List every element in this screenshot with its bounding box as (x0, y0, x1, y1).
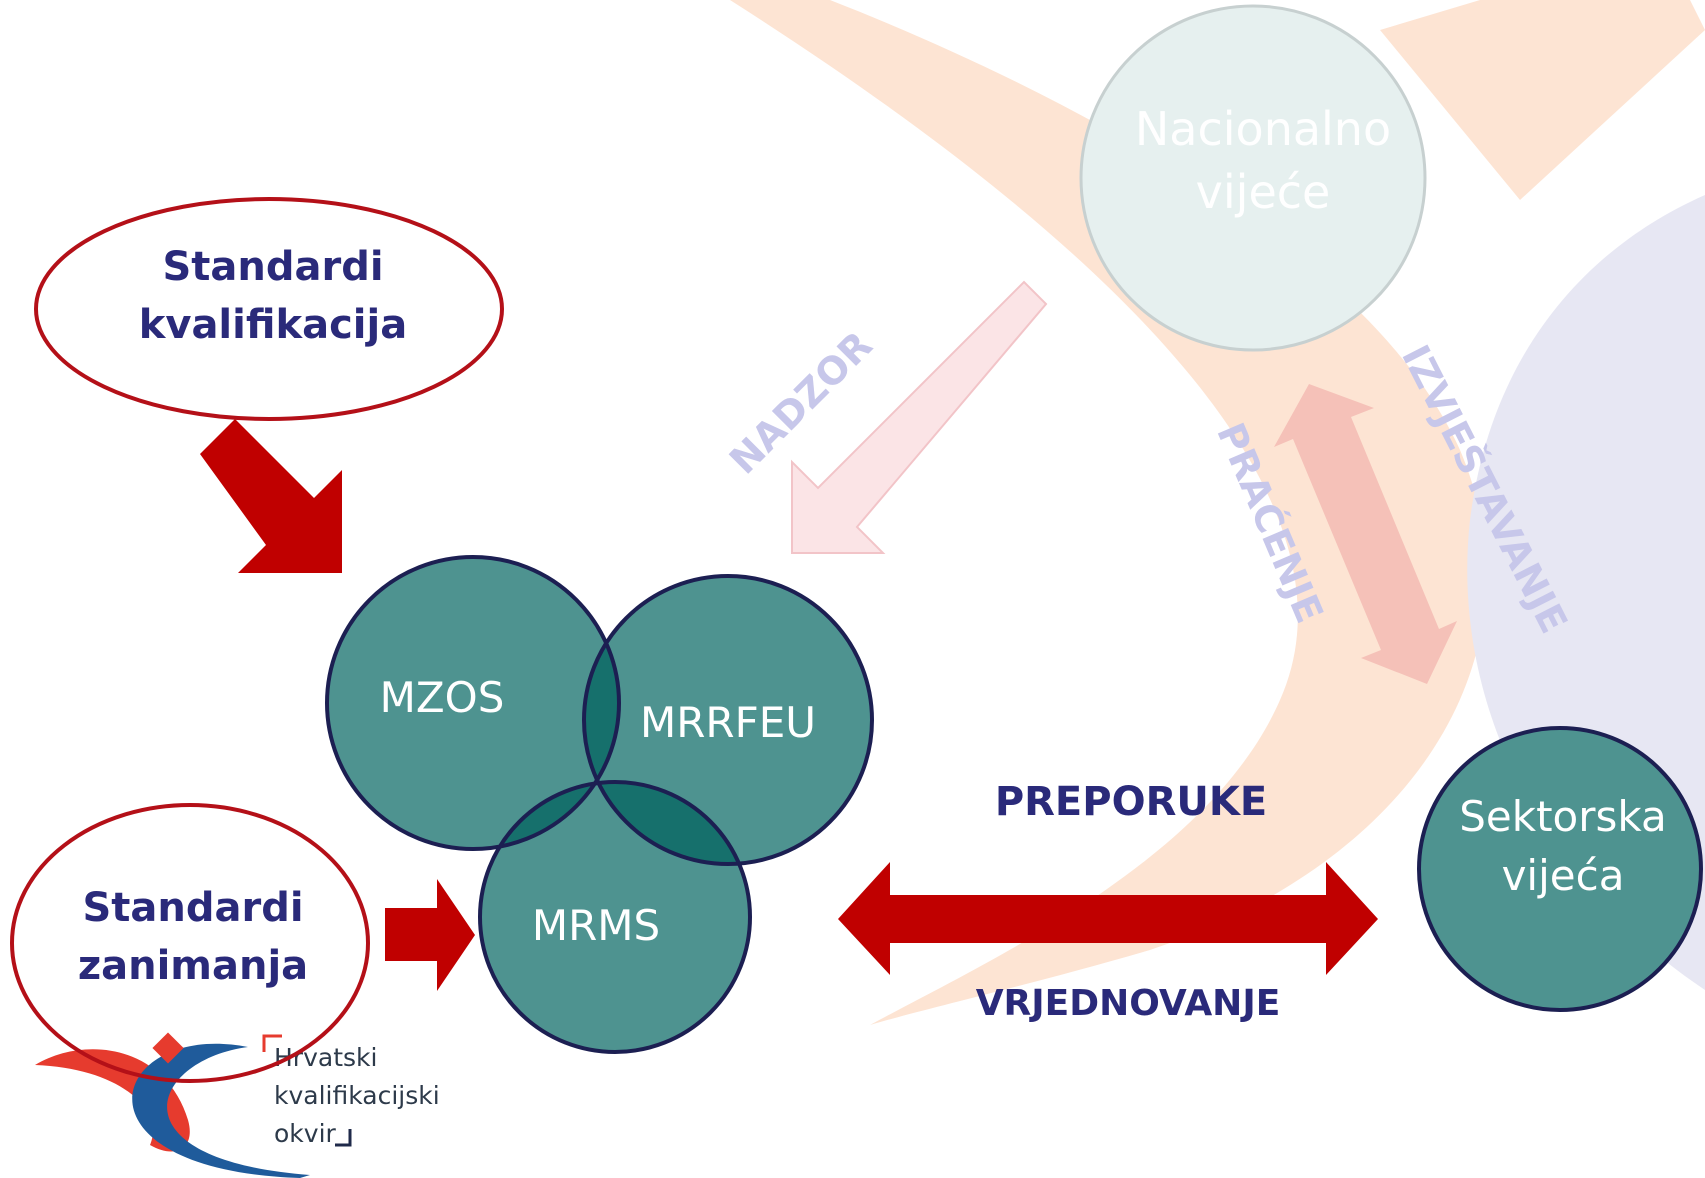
ministries-venn: MZOS MRRFEU MRMS (325, 555, 874, 1054)
logo-text-line3: okvir (274, 1119, 337, 1148)
logo-corner-top-left (262, 1034, 282, 1052)
bg-orange-diamond (1380, 0, 1705, 200)
logo-corner-bottom-right (335, 1129, 352, 1147)
sektorska-vijeca-line2: vijeća (1502, 851, 1625, 900)
node-nacionalno-vijece: Nacionalno vijeće (1079, 4, 1427, 352)
nacionalno-vijece-line2: vijeće (1196, 165, 1331, 219)
node-standardi-kvalifikacija: Standardi kvalifikacija (34, 197, 504, 421)
pracenje-izvjestavanje-arrow (1274, 384, 1457, 684)
mrms-label: MRMS (532, 901, 660, 950)
nadzor-arrow-shape (791, 280, 1048, 554)
logo-text-line2: kvalifikacijski (274, 1081, 440, 1110)
label-preporuke: PREPORUKE (995, 779, 1267, 825)
standardi-kvalifikacija-line2: kvalifikacija (139, 302, 407, 348)
label-vrjednovanje: VRJEDNOVANJE (976, 983, 1281, 1024)
mrms-outline (478, 780, 752, 1054)
mzos-outline (325, 555, 621, 851)
nacionalno-vijece-line1: Nacionalno (1135, 102, 1391, 156)
arrow-zanimanja-to-ministries (385, 879, 475, 991)
mzos-label: MZOS (380, 673, 505, 722)
nacionalno-vijece-circle (1079, 4, 1427, 352)
hko-logo: Hrvatski kvalifikacijski okvir (35, 1032, 440, 1178)
standardi-zanimanja-line2: zanimanja (78, 943, 308, 989)
pracenje-arrow-shape (1274, 384, 1457, 684)
standardi-kvalifikacija-line1: Standardi (162, 244, 383, 290)
node-sektorska-vijeca: Sektorska vijeća (1417, 726, 1703, 1012)
mrrfeu-outline (582, 574, 874, 866)
standardi-zanimanja-line1: Standardi (82, 885, 303, 931)
logo-blue-swoosh (132, 1043, 310, 1178)
standardi-zanimanja-ellipse (10, 803, 370, 1083)
arrow-kvalifikacija-to-ministries (200, 419, 342, 573)
sektorska-vijeca-line1: Sektorska (1459, 792, 1666, 841)
standardi-kvalifikacija-ellipse (34, 197, 504, 421)
node-standardi-zanimanja: Standardi zanimanja (10, 803, 370, 1083)
mrrfeu-label: MRRFEU (640, 698, 816, 747)
arrow-preporuke-vrjednovanje (838, 862, 1378, 975)
mzos-circle (327, 557, 619, 849)
nadzor-arrow (791, 280, 1048, 554)
overlap-mrrfeu-mrms (584, 782, 750, 864)
sektorska-vijeca-circle (1417, 726, 1703, 1012)
